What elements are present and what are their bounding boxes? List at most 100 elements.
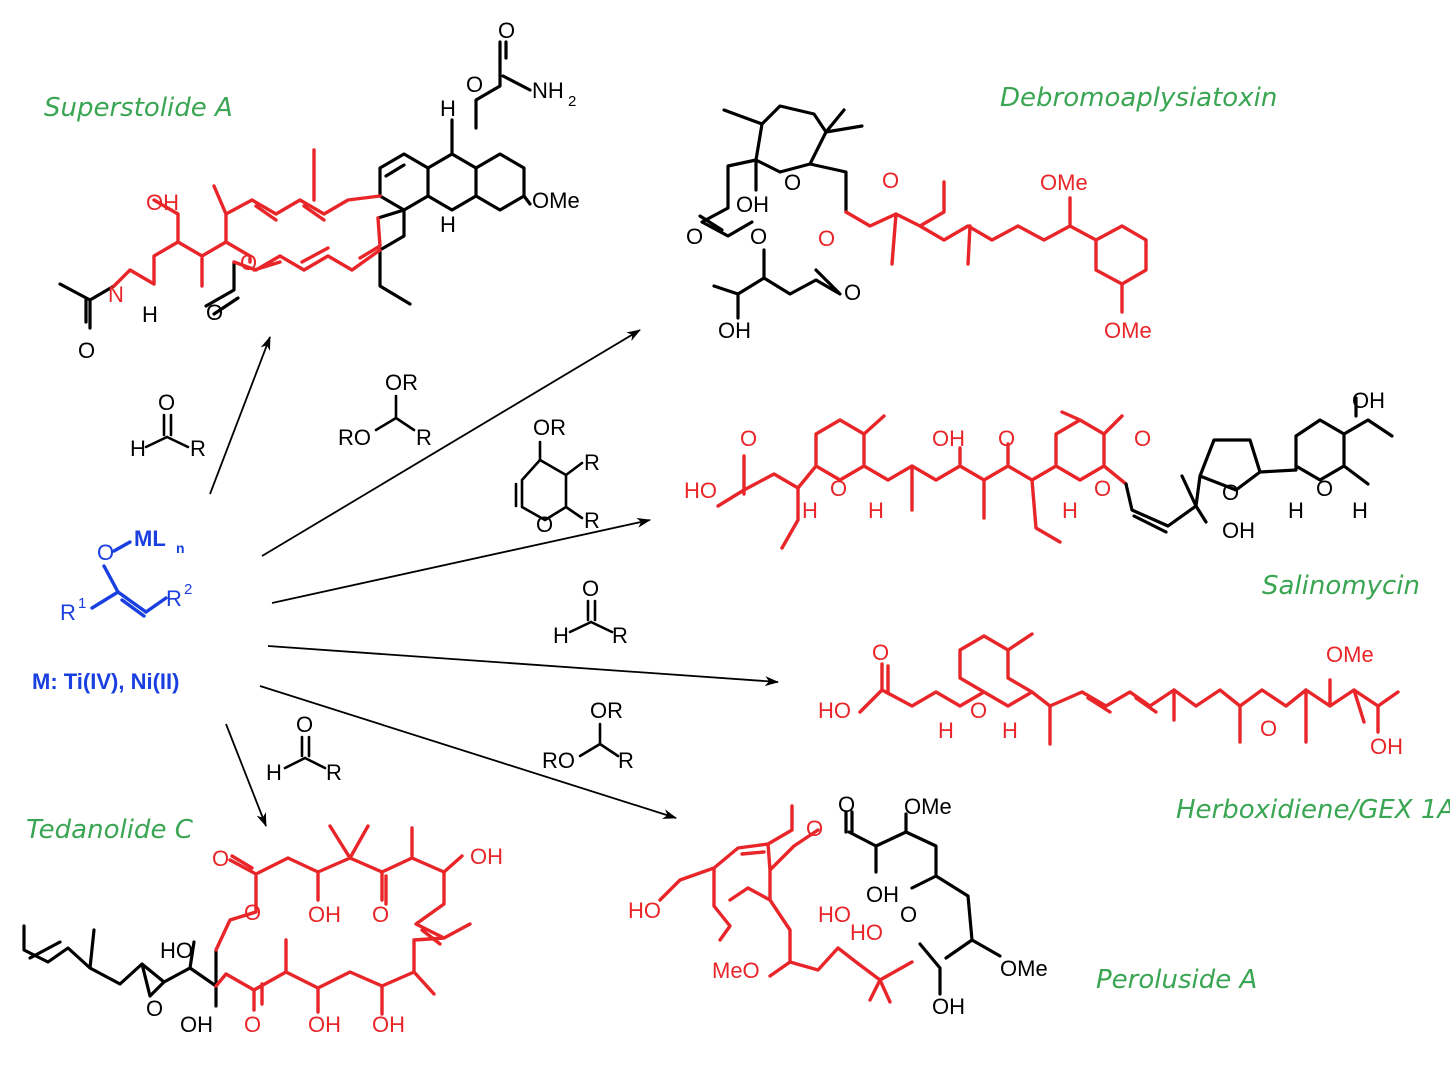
r1-substituent: R bbox=[60, 600, 76, 625]
acetal-r-group: R bbox=[618, 748, 634, 773]
glycal-r-bottom: R bbox=[584, 508, 600, 533]
atom-oh: OH bbox=[932, 426, 965, 451]
metal-enolate-reagent: O ML n R 1 R 2 M: Ti(IV), Ni(II) bbox=[32, 526, 192, 694]
acetal-or-top: OR bbox=[590, 698, 623, 723]
atom-oh: OH bbox=[372, 1012, 405, 1037]
aldehyde-r-group: R bbox=[190, 436, 206, 461]
aldehyde-hydrogen: H bbox=[553, 623, 569, 648]
atom-h: H bbox=[868, 498, 884, 523]
metal-list: M: Ti(IV), Ni(II) bbox=[32, 669, 179, 694]
atom-o: O bbox=[1260, 716, 1277, 741]
acetal-ro-left: RO bbox=[542, 748, 575, 773]
atom-o: O bbox=[844, 280, 861, 305]
atom-h: H bbox=[1352, 498, 1368, 523]
glycal-reagent: OR R R O bbox=[514, 415, 600, 537]
arrow-to-superstolide bbox=[209, 336, 271, 495]
atom-nh2: NH bbox=[532, 78, 564, 103]
atom-o: O bbox=[970, 698, 987, 723]
superstolide-a-structure: O H O O NH 2 H H OMe O OH N O bbox=[58, 18, 580, 363]
atom-o: O bbox=[882, 168, 899, 193]
herboxidiene-structure: O HO O H H O OMe OH bbox=[818, 632, 1403, 759]
glycal-r-top: R bbox=[584, 450, 600, 475]
atom-oh: OH bbox=[308, 902, 341, 927]
name-tedanolide-c: Tedanolide C bbox=[26, 815, 194, 845]
atom-o: O bbox=[212, 846, 229, 871]
aldehyde-reagent-1: O H R bbox=[130, 390, 206, 461]
atom-ho: HO bbox=[684, 478, 717, 503]
atom-ho: HO bbox=[818, 698, 851, 723]
atom-ome: OMe bbox=[1326, 642, 1374, 667]
aldehyde-reagent-3: O H R bbox=[266, 712, 342, 785]
r2-index: 2 bbox=[184, 581, 192, 598]
atom-o: O bbox=[498, 18, 515, 43]
atom-ho: HO bbox=[850, 920, 883, 945]
atom-o: O bbox=[784, 170, 801, 195]
arrow-to-peroluside bbox=[259, 685, 677, 819]
atom-h: H bbox=[1002, 718, 1018, 743]
atom-ho: HO bbox=[818, 902, 851, 927]
glycal-ring-oxygen: O bbox=[536, 512, 553, 537]
atom-o: O bbox=[838, 792, 855, 817]
name-salinomycin: Salinomycin bbox=[1262, 571, 1420, 601]
atom-n: N bbox=[108, 282, 124, 307]
atom-o: O bbox=[206, 300, 223, 325]
atom-o: O bbox=[146, 996, 163, 1021]
atom-ome: OMe bbox=[1104, 318, 1152, 343]
atom-h: H bbox=[938, 718, 954, 743]
aldehyde-oxygen: O bbox=[158, 390, 175, 415]
atom-o: O bbox=[872, 640, 889, 665]
acetal-reagent-1: OR RO R bbox=[338, 370, 432, 450]
atom-o: O bbox=[240, 250, 257, 275]
acetal-reagent-2: OR RO R bbox=[542, 698, 634, 773]
name-herboxidiene-gex1a: Herboxidiene/GEX 1A bbox=[1176, 795, 1450, 825]
atom-nh2-sub: 2 bbox=[568, 93, 576, 110]
arrow-to-salinomycin bbox=[271, 517, 651, 604]
atom-o: O bbox=[998, 426, 1015, 451]
acetal-r-group: R bbox=[416, 425, 432, 450]
atom-o: O bbox=[466, 72, 483, 97]
atom-o: O bbox=[900, 902, 917, 927]
glycal-or: OR bbox=[533, 415, 566, 440]
name-debromoaplysiatoxin: Debromoaplysiatoxin bbox=[1000, 83, 1277, 113]
acetal-ro-left: RO bbox=[338, 425, 371, 450]
atom-oh: OH bbox=[308, 1012, 341, 1037]
metal-ligand: ML bbox=[134, 526, 166, 551]
atom-oh: OH bbox=[866, 882, 899, 907]
aldehyde-r-group: R bbox=[326, 760, 342, 785]
atom-o: O bbox=[1134, 426, 1151, 451]
atom-o: O bbox=[830, 476, 847, 501]
atom-oh: OH bbox=[1352, 388, 1385, 413]
atom-o: O bbox=[1094, 476, 1111, 501]
atom-o: O bbox=[372, 902, 389, 927]
aldehyde-oxygen: O bbox=[296, 712, 313, 737]
atom-o: O bbox=[244, 900, 261, 925]
atom-ome: OMe bbox=[1000, 956, 1048, 981]
atom-h: H bbox=[440, 212, 456, 237]
atom-oh: OH bbox=[470, 844, 503, 869]
atom-o: O bbox=[244, 1012, 261, 1037]
arrow-to-debromoaplysiatoxin bbox=[261, 329, 641, 557]
aldehyde-r-group: R bbox=[612, 623, 628, 648]
atom-ome: OMe bbox=[904, 794, 952, 819]
atom-o: O bbox=[806, 816, 823, 841]
aldehyde-oxygen: O bbox=[582, 576, 599, 601]
arrow-to-herboxidiene bbox=[267, 645, 779, 687]
aldehyde-reagent-2: O H R bbox=[553, 576, 628, 648]
atom-o: O bbox=[686, 224, 703, 249]
atom-o: O bbox=[750, 224, 767, 249]
name-superstolide-a: Superstolide A bbox=[44, 93, 233, 123]
atom-h: H bbox=[1062, 498, 1078, 523]
name-peroluside-a: Peroluside A bbox=[1096, 965, 1257, 995]
atom-oh: OH bbox=[180, 1012, 213, 1037]
atom-h: H bbox=[1288, 498, 1304, 523]
atom-oh: OH bbox=[1222, 518, 1255, 543]
atom-o: O bbox=[78, 338, 95, 363]
r1-index: 1 bbox=[78, 595, 86, 612]
atom-o: O bbox=[1222, 480, 1239, 505]
atom-h: H bbox=[802, 498, 818, 523]
aldehyde-hydrogen: H bbox=[266, 760, 282, 785]
atom-oh: OH bbox=[718, 318, 751, 343]
acetal-or-top: OR bbox=[385, 370, 418, 395]
atom-ho: HO bbox=[160, 938, 193, 963]
metal-ligand-count: n bbox=[176, 540, 185, 556]
